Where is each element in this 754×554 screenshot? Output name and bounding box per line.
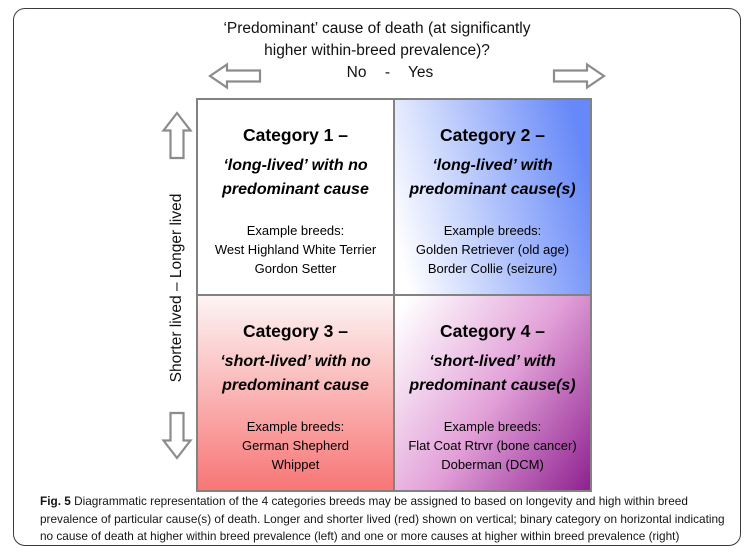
- figure-title-line1: ‘Predominant’ cause of death (at signifi…: [223, 20, 531, 37]
- caption-label: Fig. 5: [40, 494, 71, 508]
- quadrant-grid: Category 1 – ‘long-lived’ with no predom…: [196, 98, 592, 492]
- category-3-examples: Example breeds: German Shepherd Whippet: [198, 417, 393, 474]
- block-arrow-down-icon: [161, 411, 193, 465]
- category-1-heading: Category 1 –: [242, 125, 349, 145]
- block-arrow-left-icon: [208, 62, 262, 95]
- example-breeds-label: Example breeds:: [246, 223, 345, 238]
- quadrant-category-3: Category 3 – ‘short-lived’ with no predo…: [198, 295, 394, 490]
- category-4-heading: Category 4 –: [439, 321, 546, 341]
- example-breeds-label: Example breeds:: [443, 223, 542, 238]
- block-arrow-right-icon: [552, 62, 606, 95]
- breed-line: Flat Coat Rtrvr (bone cancer): [408, 438, 577, 453]
- yes-label: Yes: [408, 64, 434, 81]
- category-1-subtitle: ‘long-lived’ with no predominant cause: [222, 157, 369, 198]
- category-4-subtitle: ‘short-lived’ with predominant cause(s): [409, 353, 576, 394]
- breed-line: Golden Retriever (old age): [415, 242, 570, 257]
- category-2-heading: Category 2 –: [439, 125, 546, 145]
- figure-caption: Fig. 5 Diagrammatic representation of th…: [40, 493, 734, 546]
- axis-separator: -: [384, 64, 390, 81]
- figure-title: ‘Predominant’ cause of death (at signifi…: [13, 18, 741, 62]
- vertical-axis-label: Shorter lived – Longer lived: [168, 193, 185, 383]
- category-4-examples: Example breeds: Flat Coat Rtrvr (bone ca…: [395, 417, 590, 474]
- no-label: No: [346, 64, 367, 81]
- figure-title-line2: higher within-breed prevalence)?: [264, 42, 490, 59]
- horizontal-axis-labels: No - Yes: [300, 64, 480, 82]
- example-breeds-label: Example breeds:: [443, 419, 542, 434]
- category-1-examples: Example breeds: West Highland White Terr…: [198, 221, 393, 278]
- block-arrow-up-icon: [161, 111, 193, 165]
- example-breeds-label: Example breeds:: [246, 419, 345, 434]
- breed-line: Border Collie (seizure): [427, 261, 558, 276]
- category-2-subtitle: ‘long-lived’ with predominant cause(s): [409, 157, 576, 198]
- caption-text: Diagrammatic representation of the 4 cat…: [40, 494, 725, 544]
- category-3-subtitle: ‘short-lived’ with no predominant cause: [220, 353, 371, 394]
- breed-line: Gordon Setter: [254, 261, 337, 276]
- quadrant-category-4: Category 4 – ‘short-lived’ with predomin…: [394, 295, 590, 490]
- breed-line: Doberman (DCM): [441, 457, 544, 472]
- quadrant-category-1: Category 1 – ‘long-lived’ with no predom…: [198, 100, 394, 295]
- breed-line: Whippet: [271, 457, 320, 472]
- breed-line: West Highland White Terrier: [214, 242, 377, 257]
- category-2-examples: Example breeds: Golden Retriever (old ag…: [395, 221, 590, 278]
- breed-line: German Shepherd: [242, 438, 349, 453]
- category-3-heading: Category 3 –: [242, 321, 349, 341]
- quadrant-category-2: Category 2 – ‘long-lived’ with predomina…: [394, 100, 590, 295]
